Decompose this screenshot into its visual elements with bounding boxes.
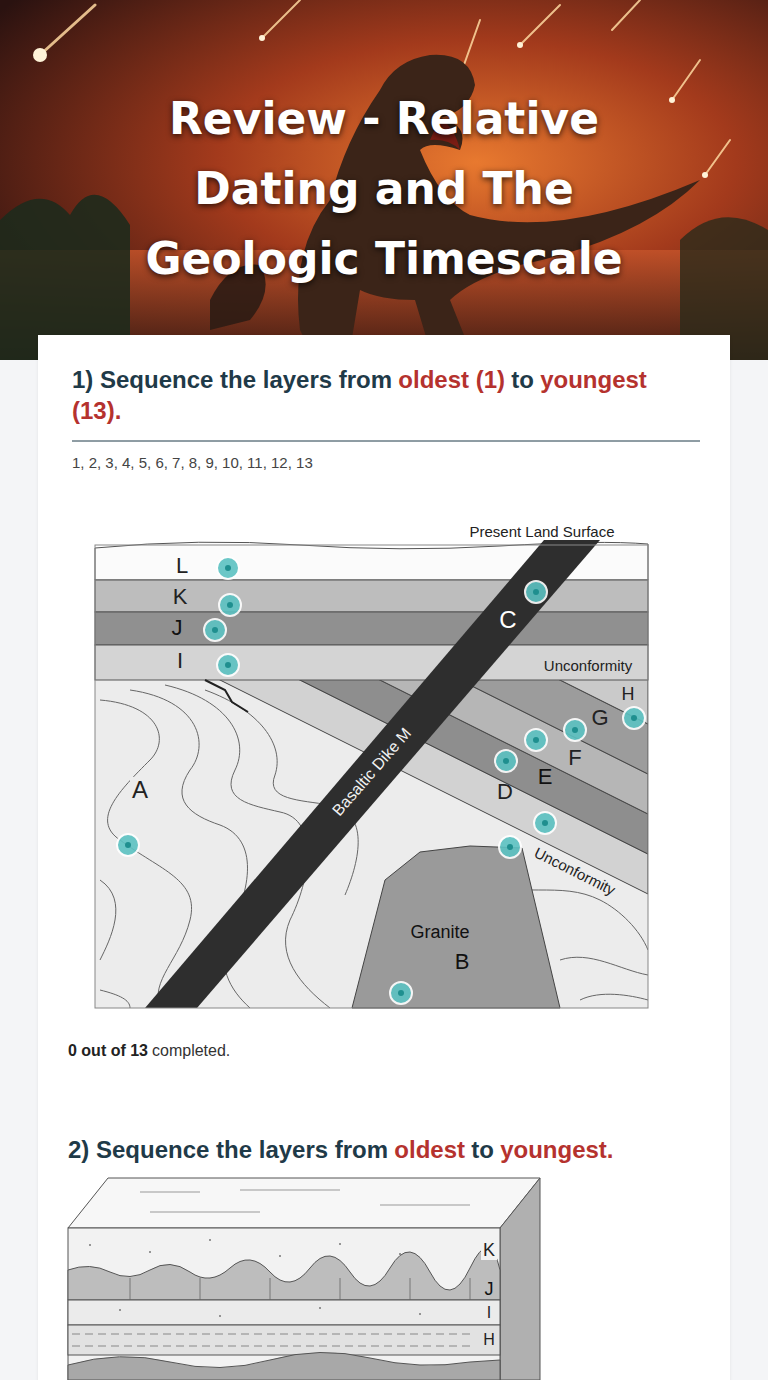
question-text: 2) Sequence the layers from bbox=[68, 1136, 388, 1163]
layer-letter: A bbox=[130, 777, 150, 803]
progress-text: completed. bbox=[152, 1042, 230, 1059]
layer-letter: D bbox=[497, 781, 513, 803]
layer-letter: J bbox=[483, 1279, 496, 1299]
unconformity-label: Unconformity bbox=[532, 845, 618, 898]
rock-label: Granite bbox=[410, 923, 469, 941]
title-area: Review - Relative Dating and The Geologi… bbox=[110, 84, 658, 294]
surface-label: Present Land Surface bbox=[469, 524, 614, 539]
page-title: Review - Relative Dating and The Geologi… bbox=[110, 84, 658, 294]
question-emphasis: youngest. bbox=[500, 1136, 613, 1163]
layer-letter: I bbox=[485, 1304, 493, 1322]
question-text: to bbox=[511, 366, 534, 393]
progress-line: 0 out of 13completed. bbox=[68, 1042, 234, 1060]
question-emphasis: oldest bbox=[394, 1136, 465, 1163]
question-heading: 1) Sequence the layers fromoldest (1)toy… bbox=[72, 364, 702, 426]
answer-area: 1, 2, 3, 4, 5, 6, 7, 8, 9, 10, 11, 12, 1… bbox=[72, 454, 313, 471]
question-heading: 2) Sequence the layers fromoldesttoyoung… bbox=[68, 1134, 718, 1165]
dike-label: Basaltic Dike M bbox=[330, 725, 414, 819]
layer-letter: B bbox=[455, 951, 470, 973]
unconformity-label: Unconformity bbox=[544, 658, 632, 673]
progress-count: 0 out of 13 bbox=[68, 1042, 148, 1059]
layer-letter: J bbox=[172, 617, 183, 639]
question-text: to bbox=[471, 1136, 494, 1163]
layer-letter: H bbox=[622, 685, 635, 703]
layer-letter: H bbox=[481, 1331, 497, 1349]
layer-letter: K bbox=[481, 1240, 497, 1260]
question-text: 1) Sequence the layers from bbox=[72, 366, 392, 393]
layer-letter: G bbox=[591, 707, 608, 729]
layer-letter: F bbox=[568, 747, 581, 769]
layer-letter: E bbox=[538, 766, 553, 788]
layer-letter: K bbox=[173, 586, 188, 608]
question-emphasis: oldest (1) bbox=[398, 366, 505, 393]
layer-letter: C bbox=[499, 608, 516, 632]
layer-letter: I bbox=[177, 650, 183, 672]
answer-sequence: 1, 2, 3, 4, 5, 6, 7, 8, 9, 10, 11, 12, 1… bbox=[72, 454, 313, 471]
layer-letter: L bbox=[176, 555, 188, 577]
